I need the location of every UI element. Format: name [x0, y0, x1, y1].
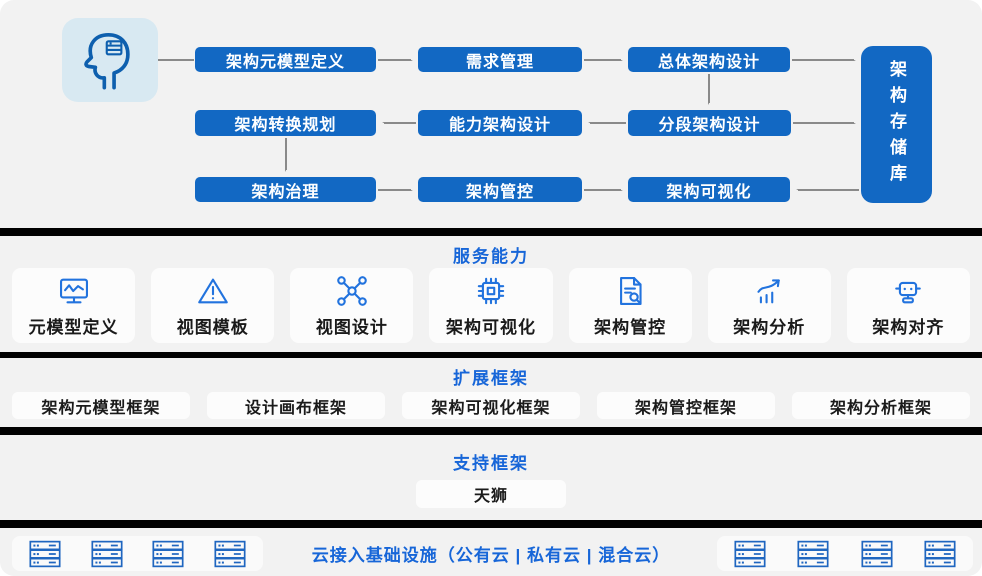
- divider-bar: [0, 427, 982, 435]
- service-card-label: 架构分析: [733, 317, 806, 337]
- extension-pill-meta-model-framework: 架构元模型框架: [12, 392, 190, 419]
- section-title-services: 服务能力: [453, 247, 529, 266]
- service-card-meta-model: 元模型定义: [12, 268, 136, 343]
- service-card-view-design: 视图设计: [290, 268, 414, 343]
- flow-node-segment-architecture-design: 分段架构设计: [628, 110, 791, 136]
- server-rack-icon: [734, 540, 766, 567]
- service-card-label: 视图模板: [176, 317, 249, 337]
- server-group-left: [12, 536, 263, 571]
- server-rack-icon: [152, 540, 184, 567]
- flow-node-architecture-visualization: 架构可视化: [628, 177, 790, 202]
- section-support-framework: 支持框架 天狮: [0, 435, 982, 520]
- flow-node-meta-model-definition: 架构元模型定义: [195, 47, 376, 72]
- network-nodes-icon: [337, 275, 367, 306]
- service-card-label: 架构管控: [594, 317, 667, 337]
- cpu-chip-icon: [477, 277, 505, 304]
- server-group-right: [717, 536, 973, 571]
- monitor-wave-icon: [59, 278, 88, 303]
- flow-node-architecture-transition-planning: 架构转换规划: [195, 110, 376, 136]
- trend-chart-icon: [757, 278, 781, 303]
- service-card-view-template: 视图模板: [151, 268, 275, 343]
- server-rack-icon: [91, 540, 123, 567]
- flow-diagram: 架构元模型定义 需求管理 总体架构设计 架构转换规划 能力架构设计 分段架构设计…: [0, 0, 982, 228]
- service-card-label: 元模型定义: [28, 317, 119, 337]
- extension-pill-analysis-framework: 架构分析框架: [792, 392, 970, 419]
- divider-bar: [0, 228, 982, 236]
- section-title-extensions: 扩展框架: [453, 369, 529, 388]
- service-card-architecture-alignment: 架构对齐: [846, 268, 970, 343]
- service-card-architecture-control: 架构管控: [568, 268, 692, 343]
- cloud-infrastructure-label: 云接入基础设施（公有云 | 私有云 | 混合云）: [311, 546, 671, 565]
- extension-pill-visualization-framework: 架构可视化框架: [402, 392, 580, 419]
- flow-node-overall-architecture-design: 总体架构设计: [628, 47, 790, 72]
- flow-node-requirement-management: 需求管理: [418, 47, 582, 72]
- flow-node-architecture-governance: 架构治理: [195, 177, 376, 202]
- server-rack-icon: [924, 540, 956, 567]
- warning-triangle-icon: [197, 278, 228, 303]
- document-search-icon: [620, 276, 642, 305]
- service-card-label: 架构可视化: [445, 317, 536, 337]
- service-card-architecture-visualization: 架构可视化: [429, 268, 553, 343]
- extension-pills-row: 架构元模型框架 设计画布框架 架构可视化框架 架构管控框架 架构分析框架: [12, 392, 970, 419]
- service-cards-row: 元模型定义 视图模板: [12, 268, 970, 343]
- support-pill-tianshi: 天狮: [416, 480, 566, 508]
- flow-arrows: [158, 59, 859, 228]
- server-rack-icon: [29, 540, 61, 567]
- extension-pill-control-framework: 架构管控框架: [597, 392, 775, 419]
- thinker-head-icon: [84, 32, 130, 90]
- divider-bar: [0, 352, 982, 358]
- section-cloud-infrastructure: 云接入基础设施（公有云 | 私有云 | 混合云）: [0, 528, 982, 576]
- flow-node-architecture-repository: 架构存储库: [861, 46, 932, 203]
- section-service-capabilities: 服务能力 元模型定义 视图模板: [0, 236, 982, 352]
- service-card-label: 架构对齐: [872, 317, 945, 337]
- robot-icon: [895, 281, 922, 303]
- section-title-support: 支持框架: [453, 454, 529, 473]
- divider-bar: [0, 520, 982, 528]
- server-rack-icon: [214, 540, 246, 567]
- server-rack-icon: [797, 540, 829, 567]
- flow-node-architecture-control: 架构管控: [418, 177, 582, 202]
- service-card-label: 视图设计: [315, 317, 388, 337]
- server-rack-icon: [861, 540, 893, 567]
- flow-node-capability-architecture-design: 能力架构设计: [418, 110, 582, 136]
- extension-pill-design-canvas-framework: 设计画布框架: [207, 392, 385, 419]
- service-card-architecture-analysis: 架构分析: [707, 268, 831, 343]
- section-extension-frameworks: 扩展框架 架构元模型框架 设计画布框架 架构可视化框架 架构管控框架 架构分析框…: [0, 358, 982, 427]
- thinker-head-tile: [62, 18, 158, 102]
